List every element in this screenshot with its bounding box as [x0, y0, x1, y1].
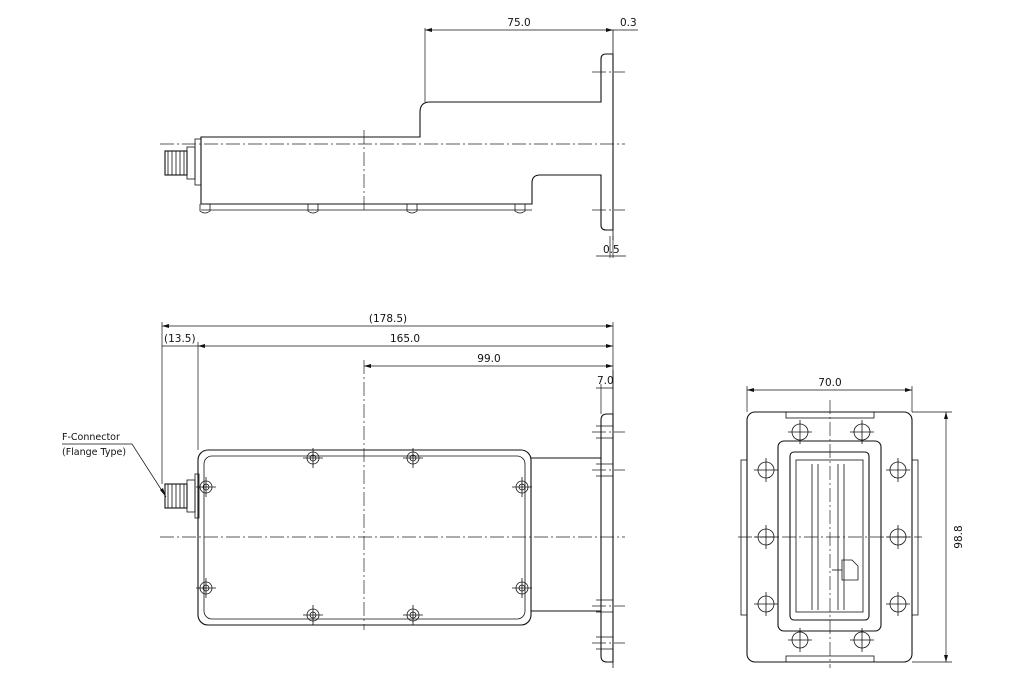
side-view-screws — [196, 448, 532, 625]
dim-connector-offset: (13.5) — [164, 333, 196, 345]
side-view: F-Connector (Flange Type) (178.5) (13.5)… — [62, 313, 625, 668]
dim-overall-length: (178.5) — [369, 313, 407, 325]
dim-flange-height: 98.8 — [953, 525, 965, 548]
side-view-flange — [600, 413, 614, 663]
side-view-f-connector — [164, 473, 200, 519]
dim-flange-thickness: 7.0 — [597, 375, 614, 387]
dim-flange-top-0-3: 0.3 — [620, 17, 637, 29]
side-view-neck — [531, 457, 601, 612]
front-view-waveguide-opening — [789, 451, 870, 621]
front-view: 70.0 98.8 — [738, 377, 965, 668]
dim-flange-bottom-0-5: 0.5 — [603, 244, 620, 256]
front-view-bolt-holes — [754, 420, 910, 652]
connector-leader-line — [62, 443, 167, 498]
dim-length-75: 75.0 — [507, 17, 530, 29]
dim-flange-width: 70.0 — [818, 377, 841, 389]
front-view-probe — [841, 559, 859, 581]
top-view-mounting-tabs — [199, 204, 526, 214]
side-view-body — [197, 449, 532, 626]
dim-center-offset: 99.0 — [477, 353, 500, 365]
side-view-flange-holes — [592, 425, 625, 650]
connector-label-line1: F-Connector — [62, 432, 120, 443]
connector-label-line2: (Flange Type) — [62, 447, 126, 458]
top-view: 75.0 0.3 0.5 — [160, 17, 638, 258]
dim-body-length: 165.0 — [390, 333, 420, 345]
front-view-gasket — [777, 440, 882, 632]
top-view-f-connector — [164, 138, 202, 186]
top-view-body-outline — [200, 53, 614, 231]
